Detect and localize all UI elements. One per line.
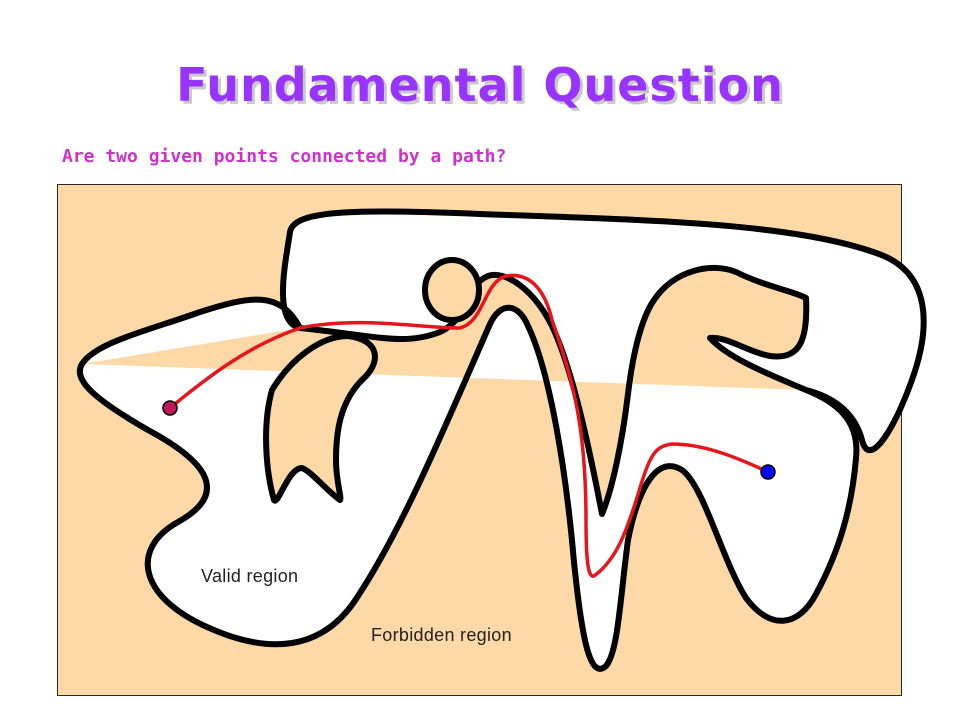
question-text: Are two given points connected by a path… [62, 146, 507, 167]
valid-region-label: Valid region [201, 566, 299, 586]
end-point [760, 464, 776, 480]
page-title: Fundamental Question [176, 58, 784, 112]
obstacle-circle [422, 257, 482, 323]
forbidden-region-label: Forbidden region [371, 625, 512, 645]
valid-region-shape [76, 208, 927, 672]
start-point [162, 400, 178, 416]
obstacle-island [263, 333, 378, 504]
connecting-path [168, 273, 770, 578]
